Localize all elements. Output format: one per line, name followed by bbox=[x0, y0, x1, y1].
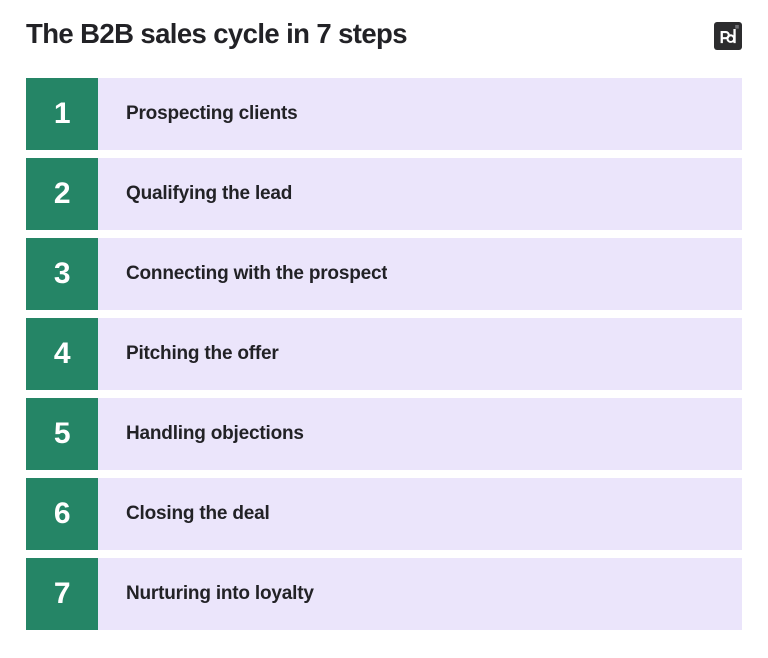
step-row: 4 Pitching the offer bbox=[26, 318, 742, 390]
step-number-badge: 5 bbox=[26, 398, 98, 470]
step-number: 7 bbox=[53, 577, 71, 610]
step-number-badge: 6 bbox=[26, 478, 98, 550]
step-body: Closing the deal bbox=[98, 478, 742, 550]
step-number: 2 bbox=[53, 177, 71, 210]
step-number-badge: 3 bbox=[26, 238, 98, 310]
step-number-badge: 2 bbox=[26, 158, 98, 230]
step-row: 2 Qualifying the lead bbox=[26, 158, 742, 230]
step-body: Qualifying the lead bbox=[98, 158, 742, 230]
step-number: 1 bbox=[53, 97, 71, 130]
step-row: 7 Nurturing into loyalty bbox=[26, 558, 742, 630]
step-row: 3 Connecting with the prospect bbox=[26, 238, 742, 310]
infographic-header: The B2B sales cycle in 7 steps bbox=[0, 0, 768, 78]
step-body: Handling objections bbox=[98, 398, 742, 470]
step-number-badge: 7 bbox=[26, 558, 98, 630]
step-label: Handling objections bbox=[126, 423, 304, 445]
step-label: Prospecting clients bbox=[126, 103, 298, 125]
step-row: 6 Closing the deal bbox=[26, 478, 742, 550]
step-body: Connecting with the prospect bbox=[98, 238, 742, 310]
step-label: Pitching the offer bbox=[126, 343, 279, 365]
step-number: 5 bbox=[53, 417, 71, 450]
step-number-badge: 4 bbox=[26, 318, 98, 390]
step-body: Nurturing into loyalty bbox=[98, 558, 742, 630]
steps-list: 1 Prospecting clients 2 Qualifying the l… bbox=[26, 78, 742, 630]
step-number: 6 bbox=[53, 497, 71, 530]
pandadoc-logo-icon bbox=[714, 22, 742, 50]
step-label: Connecting with the prospect bbox=[126, 263, 388, 285]
page-title: The B2B sales cycle in 7 steps bbox=[26, 18, 408, 49]
step-label: Closing the deal bbox=[126, 503, 270, 525]
step-label: Nurturing into loyalty bbox=[126, 583, 314, 605]
step-number: 4 bbox=[53, 337, 71, 370]
step-body: Pitching the offer bbox=[98, 318, 742, 390]
step-number: 3 bbox=[53, 257, 71, 290]
step-row: 1 Prospecting clients bbox=[26, 78, 742, 150]
step-row: 5 Handling objections bbox=[26, 398, 742, 470]
step-body: Prospecting clients bbox=[98, 78, 742, 150]
step-number-badge: 1 bbox=[26, 78, 98, 150]
step-label: Qualifying the lead bbox=[126, 183, 293, 205]
